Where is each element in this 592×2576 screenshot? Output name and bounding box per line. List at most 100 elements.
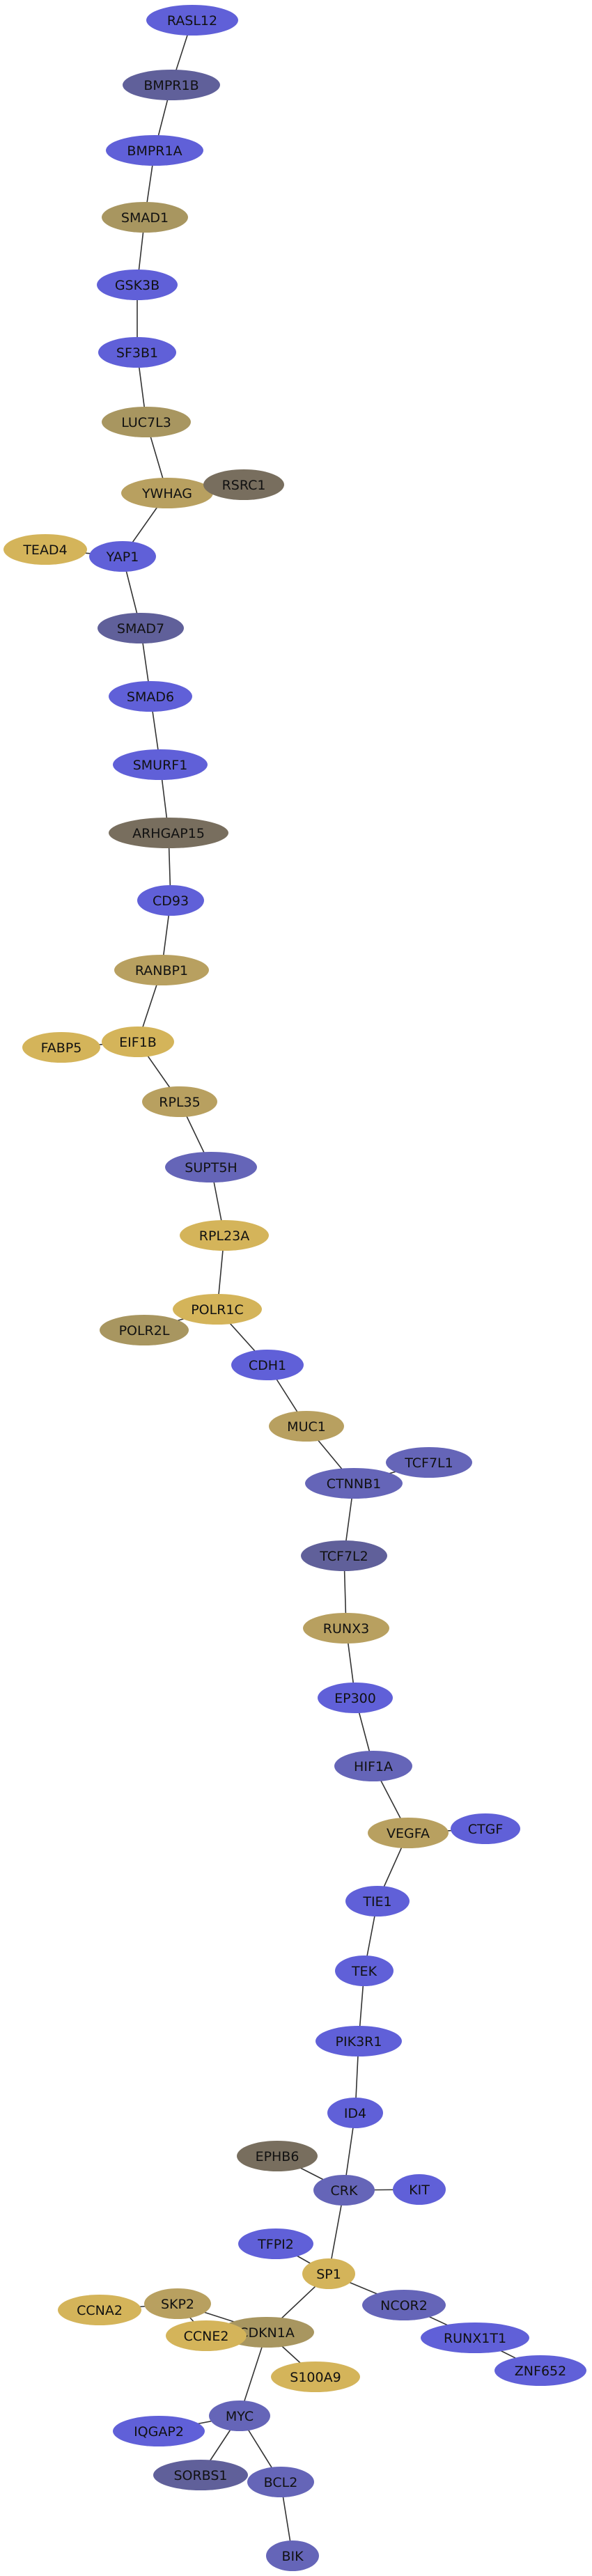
node-label: CCNE2 <box>184 2329 229 2344</box>
node-label: TCF7L1 <box>404 1455 453 1471</box>
node-label: FABP5 <box>41 1040 82 1056</box>
node-bmpr1b[interactable]: BMPR1B <box>123 70 220 100</box>
node-ellipse <box>238 2228 313 2259</box>
node-label: SMAD1 <box>121 210 169 226</box>
node-myc[interactable]: MYC <box>209 2401 270 2431</box>
node-ranbp1[interactable]: RANBP1 <box>114 955 209 985</box>
node-ellipse <box>231 1350 304 1380</box>
node-label: CDH1 <box>249 1358 286 1373</box>
node-label: CTNNB1 <box>327 1476 381 1492</box>
edge-layer <box>45 19 541 2557</box>
node-tek[interactable]: TEK <box>335 1956 394 1986</box>
node-rpl35[interactable]: RPL35 <box>142 1086 217 1117</box>
node-vegfa[interactable]: VEGFA <box>368 1818 449 1848</box>
node-kit[interactable]: KIT <box>393 2174 446 2205</box>
node-muc1[interactable]: MUC1 <box>269 1411 344 1442</box>
node-supt5h[interactable]: SUPT5H <box>165 1152 257 1182</box>
node-runx3[interactable]: RUNX3 <box>303 1613 389 1644</box>
node-ephb6[interactable]: EPHB6 <box>237 2141 318 2171</box>
node-cdh1[interactable]: CDH1 <box>231 1350 304 1380</box>
node-sf3b1[interactable]: SF3B1 <box>98 337 176 368</box>
node-polr2l[interactable]: POLR2L <box>100 1315 189 1345</box>
node-smad1[interactable]: SMAD1 <box>102 202 188 233</box>
node-ellipse <box>102 1027 174 1057</box>
node-luc7l3[interactable]: LUC7L3 <box>102 407 191 437</box>
node-rpl23a[interactable]: RPL23A <box>180 1220 269 1251</box>
node-ellipse <box>22 1032 100 1063</box>
node-label: RSRC1 <box>222 478 266 493</box>
node-tfpi2[interactable]: TFPI2 <box>238 2228 313 2259</box>
node-polr1c[interactable]: POLR1C <box>173 1294 262 1325</box>
node-label: BMPR1B <box>143 78 198 93</box>
node-znf652[interactable]: ZNF652 <box>494 2355 586 2386</box>
node-ellipse <box>305 1468 403 1499</box>
node-label: TEAD4 <box>22 542 67 558</box>
node-tcf7l1[interactable]: TCF7L1 <box>386 1447 472 1478</box>
node-ellipse <box>303 1613 389 1644</box>
node-ncor2[interactable]: NCOR2 <box>362 2290 446 2320</box>
node-pik3r1[interactable]: PIK3R1 <box>316 2026 402 2056</box>
node-bmpr1a[interactable]: BMPR1A <box>106 135 203 166</box>
node-ellipse <box>98 613 184 643</box>
node-smurf1[interactable]: SMURF1 <box>113 749 208 780</box>
node-ellipse <box>98 337 176 368</box>
node-label: MYC <box>226 2409 254 2424</box>
node-rasl12[interactable]: RASL12 <box>146 5 238 36</box>
node-gsk3b[interactable]: GSK3B <box>97 270 178 300</box>
node-crk[interactable]: CRK <box>313 2175 375 2206</box>
node-eif1b[interactable]: EIF1B <box>102 1027 174 1057</box>
node-ellipse <box>301 1540 387 1571</box>
node-label: KIT <box>409 2183 430 2198</box>
node-tead4[interactable]: TEAD4 <box>3 534 87 565</box>
node-label: SKP2 <box>161 2297 194 2312</box>
node-label: LUC7L3 <box>121 415 171 430</box>
node-bcl2[interactable]: BCL2 <box>247 2467 314 2497</box>
node-ywhag[interactable]: YWHAG <box>121 478 213 508</box>
node-label: ZNF652 <box>515 2364 566 2379</box>
node-ctgf[interactable]: CTGF <box>451 1813 520 1844</box>
node-ellipse <box>121 478 213 508</box>
node-runx1t1[interactable]: RUNX1T1 <box>421 2323 529 2353</box>
node-ccne2[interactable]: CCNE2 <box>166 2320 247 2351</box>
node-sorbs1[interactable]: SORBS1 <box>153 2460 248 2490</box>
node-tie1[interactable]: TIE1 <box>345 1886 410 1917</box>
node-ellipse <box>146 5 238 36</box>
node-skp2[interactable]: SKP2 <box>144 2288 211 2319</box>
node-yap1[interactable]: YAP1 <box>89 541 156 572</box>
node-smad7[interactable]: SMAD7 <box>98 613 184 643</box>
node-ellipse <box>3 534 87 565</box>
node-id4[interactable]: ID4 <box>327 2098 383 2128</box>
node-ep300[interactable]: EP300 <box>318 1683 393 1713</box>
node-ellipse <box>106 135 203 166</box>
node-ellipse <box>335 1956 394 1986</box>
node-label: RASL12 <box>167 13 217 29</box>
node-smad6[interactable]: SMAD6 <box>109 681 192 712</box>
node-label: HIF1A <box>354 1759 393 1774</box>
node-label: SUPT5H <box>185 1160 237 1176</box>
node-iqgap2[interactable]: IQGAP2 <box>113 2416 205 2446</box>
node-ellipse <box>58 2295 141 2325</box>
node-ellipse <box>180 1220 269 1251</box>
node-rsrc1[interactable]: RSRC1 <box>203 469 284 500</box>
node-label: RUNX3 <box>323 1621 369 1637</box>
node-fabp5[interactable]: FABP5 <box>22 1032 100 1063</box>
node-label: YWHAG <box>141 486 192 501</box>
node-label: RANBP1 <box>135 963 188 978</box>
node-tcf7l2[interactable]: TCF7L2 <box>301 1540 387 1571</box>
node-arhgap15[interactable]: ARHGAP15 <box>109 818 228 848</box>
node-label: ARHGAP15 <box>132 826 205 841</box>
node-ccna2[interactable]: CCNA2 <box>58 2295 141 2325</box>
node-bik[interactable]: BIK <box>266 2540 319 2571</box>
node-ellipse <box>173 1294 262 1325</box>
node-ctnnb1[interactable]: CTNNB1 <box>305 1468 403 1499</box>
node-ellipse <box>153 2460 248 2490</box>
node-sp1[interactable]: SP1 <box>302 2258 355 2289</box>
node-s100a9[interactable]: S100A9 <box>271 2362 360 2392</box>
node-label: CCNA2 <box>77 2303 123 2318</box>
node-cd93[interactable]: CD93 <box>137 885 204 916</box>
node-hif1a[interactable]: HIF1A <box>334 1751 412 1781</box>
node-label: EP300 <box>334 1691 376 1706</box>
node-label: TIE1 <box>362 1894 391 1910</box>
node-ellipse <box>109 818 228 848</box>
